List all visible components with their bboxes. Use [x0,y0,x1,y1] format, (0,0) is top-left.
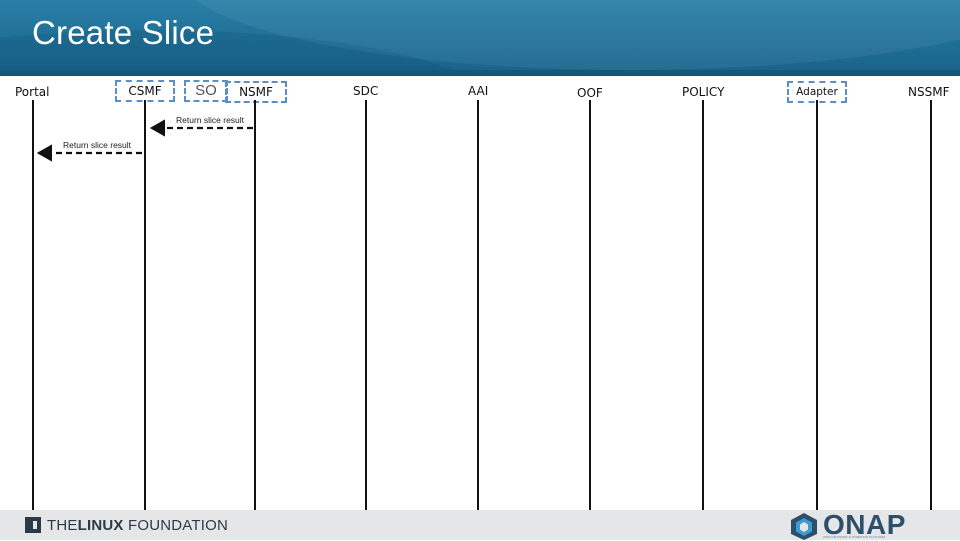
actor-nsmf: NSMF [225,81,287,103]
actor-portal: Portal [15,85,50,99]
lifeline-oof [589,100,591,510]
linux-foundation-wordmark: THELINUX FOUNDATION [47,516,229,534]
lifeline-portal [32,100,34,510]
lifeline-policy [702,100,704,510]
actor-aai: AAI [468,84,489,98]
lifeline-nsmf [254,100,256,510]
actor-sdc: SDC [353,84,379,98]
slide-header: Create Slice [0,0,960,76]
actor-oof: OOF [577,86,603,100]
onap-wordmark: ONAP [823,509,906,540]
header-band [0,70,960,76]
actor-nssmf: NSSMF [908,85,950,99]
onap-tagline: OPEN NETWORK AUTOMATION PLATFORM [823,535,886,539]
actor-so: SO [184,80,228,102]
lifeline-aai [477,100,479,510]
linux-foundation-mark-icon [25,517,41,533]
slide-title: Create Slice [32,14,215,51]
lifeline-csmf [144,100,146,510]
lifeline-sdc [365,100,367,510]
message-label: Return slice result [63,140,132,150]
lifeline-nssmf [930,100,932,510]
onap-logo-icon [791,513,817,540]
actor-policy: POLICY [682,85,725,99]
linux-foundation-logo: THELINUX FOUNDATION [25,516,228,534]
message-label: Return slice result [176,115,245,125]
lifeline-adapter [816,100,818,510]
actor-csmf: CSMF [115,80,175,102]
